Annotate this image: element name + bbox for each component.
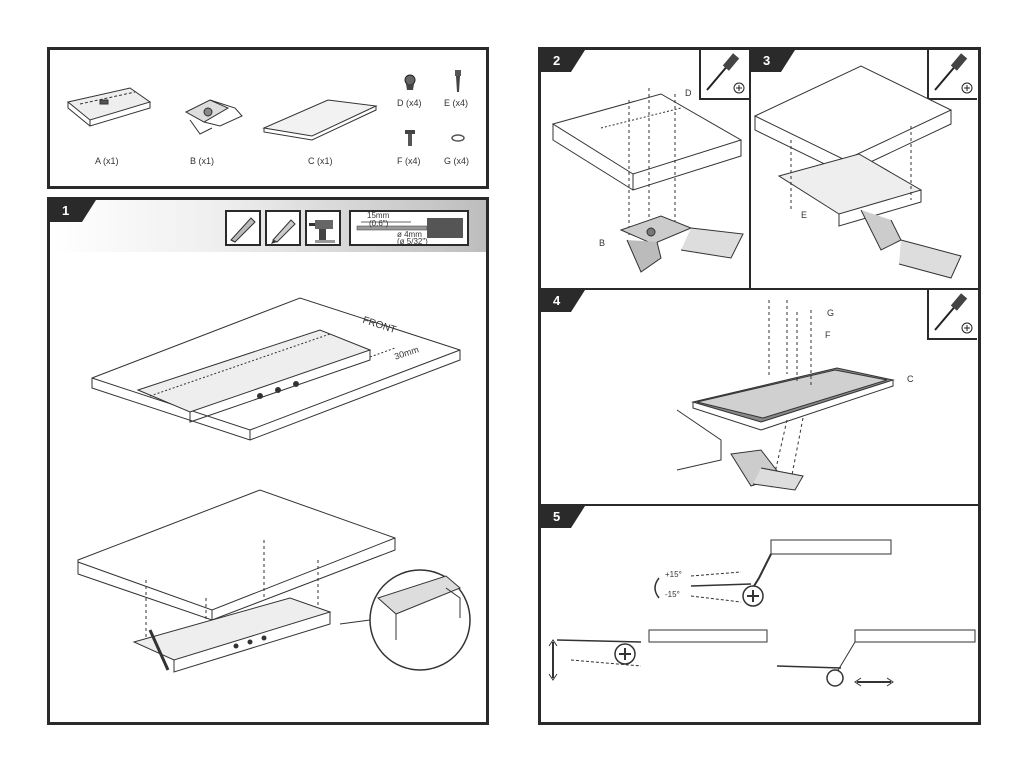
drill-depth-in: (0.6")	[369, 219, 389, 228]
parts-illustrations	[66, 70, 465, 146]
right-page-frame: 2 D B 3	[538, 47, 981, 725]
part-d-label: D (x4)	[397, 98, 422, 108]
step-5-panel: 5	[541, 506, 978, 722]
step-3-label-e: E	[801, 210, 808, 220]
part-a-label: A (x1)	[95, 156, 119, 166]
tilt-up-label: +15°	[665, 570, 682, 579]
step-4-number: 4	[541, 290, 585, 312]
step-1-illustration	[77, 297, 471, 673]
height-adjust-figure	[548, 629, 768, 681]
screw-e-icon	[455, 70, 461, 92]
drill-bit-size-in: (ø 5/32")	[397, 237, 428, 246]
desk-mount-view	[77, 489, 396, 673]
washer-g-icon	[451, 134, 465, 142]
screw-d-icon	[404, 74, 416, 90]
detail-zoom-circle	[339, 569, 471, 671]
power-drill-icon	[305, 210, 341, 246]
step-4-panel: 4 G F C	[541, 290, 978, 506]
step-3-illustration	[753, 65, 962, 279]
pencil-icon	[265, 210, 301, 246]
step-2-label-b: B	[599, 238, 606, 248]
drill-depth-mm: 15mm	[367, 211, 390, 220]
step-2-label-d: D	[685, 88, 692, 98]
part-e-label: E (x4)	[444, 98, 469, 108]
desk-underside-view	[91, 297, 461, 441]
tilt-adjust-figure	[654, 539, 892, 607]
part-g-label: G (x4)	[444, 156, 470, 166]
step-4-label-g: G	[827, 308, 835, 318]
level-icon	[225, 210, 261, 246]
part-c-tray-drawing	[262, 99, 378, 141]
phillips-screwdriver-icon	[927, 290, 977, 340]
part-c-label: C (x1)	[308, 156, 333, 166]
step-5-illustration	[548, 539, 976, 687]
step-3-number: 3	[751, 50, 795, 72]
step-2-panel: 2 D B	[541, 50, 751, 290]
step-3-panel: 3 E	[751, 50, 978, 290]
part-a-rail-drawing	[66, 87, 152, 127]
step-1-number: 1	[50, 200, 96, 222]
part-b-label: B (x1)	[190, 156, 215, 166]
part-f-label: F (x4)	[397, 156, 421, 166]
step-4-label-f: F	[825, 330, 831, 340]
drill-bit-size-mm: ø 4mm	[397, 230, 422, 239]
phillips-screwdriver-icon	[699, 50, 749, 100]
phillips-screwdriver-icon	[927, 50, 977, 100]
tilt-down-label: -15°	[665, 590, 680, 599]
step-4-label-c: C	[907, 374, 914, 384]
step-1-panel: 1 15mm (0.6") ø 4mm (ø 5/32")	[47, 197, 489, 725]
step-5-number: 5	[541, 506, 585, 528]
bolt-f-icon	[405, 130, 415, 146]
parts-list-panel: A (x1) B (x1) C (x1) D (x4) E (x4) F (x4…	[47, 47, 489, 189]
drill-bit-icon: 15mm (0.6") ø 4mm (ø 5/32")	[349, 210, 469, 246]
step-2-number: 2	[541, 50, 585, 72]
slide-adjust-figure	[776, 629, 976, 687]
part-b-mechanism-drawing	[184, 99, 243, 135]
step-2-illustration	[551, 88, 744, 273]
step-4-illustration	[676, 300, 895, 491]
